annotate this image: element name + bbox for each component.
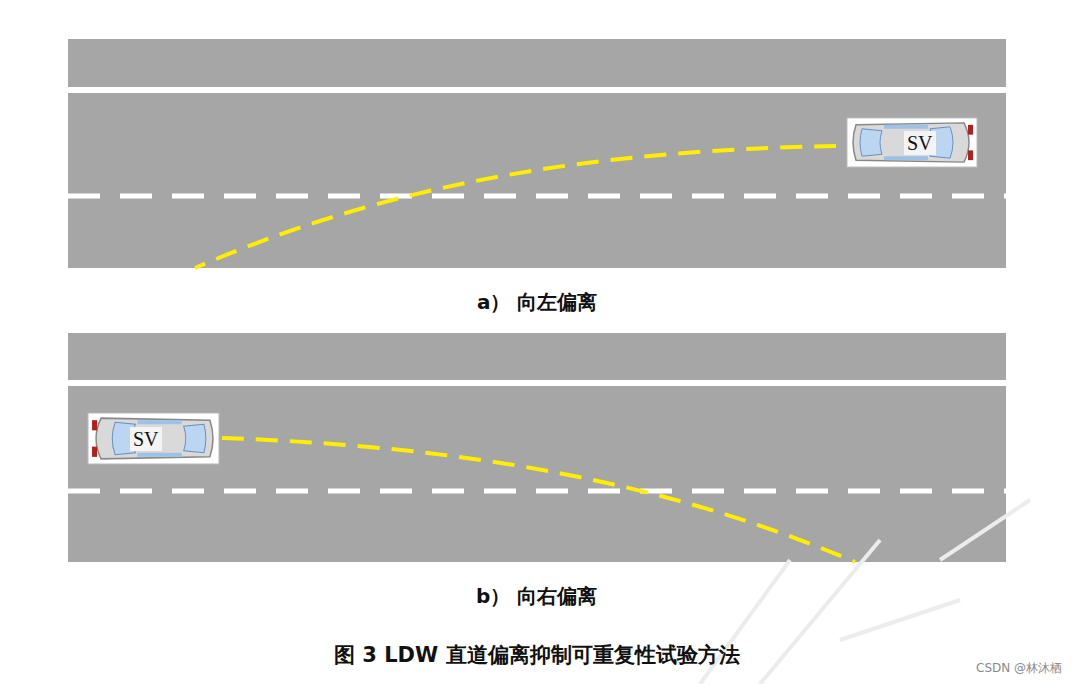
lane-edge-line: [68, 87, 1006, 93]
lane-divider: [68, 194, 1006, 199]
lane-divider: [68, 489, 1006, 494]
lane-edge-line: [68, 380, 1006, 386]
watermark: CSDN @林沐栖: [976, 660, 1062, 677]
vehicle-label: SV: [130, 427, 162, 451]
subfigure-label: b） 向右偏离: [476, 583, 597, 610]
road: [68, 39, 1006, 268]
vehicle-label: SV: [904, 131, 936, 155]
trajectory: [195, 146, 836, 268]
vehicle: SV: [87, 412, 220, 465]
subfigure-label: a） 向左偏离: [477, 289, 597, 316]
trajectory: [222, 438, 855, 562]
vehicle: SV: [846, 117, 978, 168]
watermark-stroke: [700, 500, 1030, 684]
figure-caption: 图 3 LDW 直道偏离抑制可重复性试验方法: [334, 641, 740, 669]
road: [68, 333, 1006, 562]
